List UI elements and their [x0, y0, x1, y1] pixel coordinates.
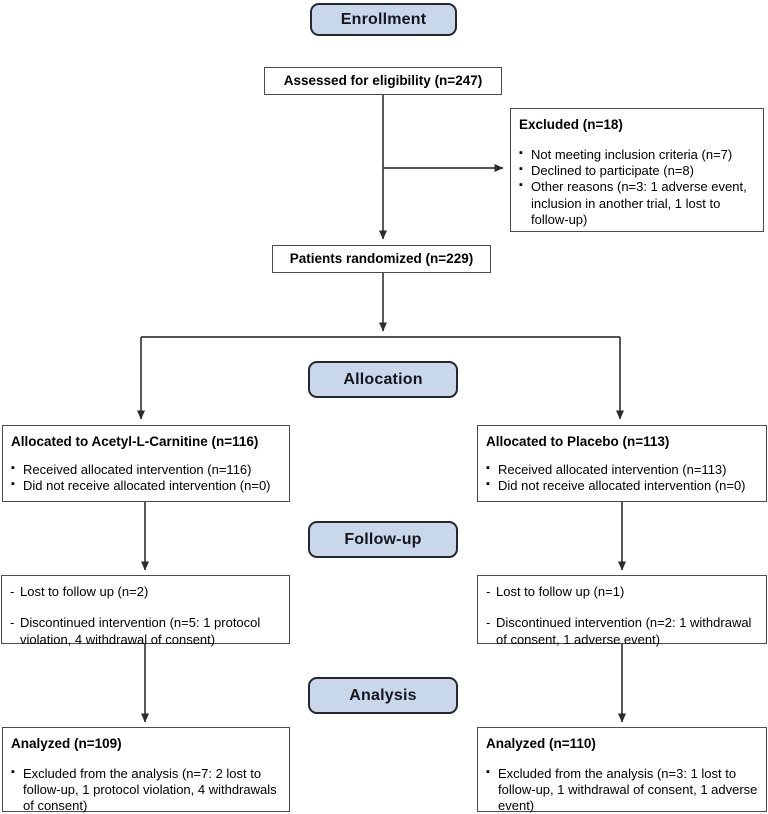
allocated-placebo-item: Did not receive allocated intervention (… — [486, 478, 758, 494]
followup-acetyl-box: Lost to follow up (n=2) Discontinued int… — [1, 575, 290, 647]
randomized-title: Patients randomized (n=229) — [289, 250, 474, 266]
assessed-box: Assessed for eligibility (n=247) — [264, 67, 502, 95]
stage-allocation-label: Allocation — [343, 370, 423, 388]
stage-enrollment: Enrollment — [310, 3, 457, 36]
excluded-item: Not meeting inclusion criteria (n=7) — [519, 147, 755, 163]
analyzed-acetyl-box: Analyzed (n=109) Excluded from the analy… — [2, 727, 290, 814]
stage-followup-label: Follow-up — [344, 530, 422, 548]
allocated-acetyl-title: Allocated to Acetyl-L-Carnitine (n=116) — [11, 434, 259, 449]
analyzed-placebo-item: Excluded from the analysis (n=3: 1 lost … — [486, 766, 758, 814]
stage-allocation: Allocation — [308, 361, 458, 398]
excluded-title: Excluded (n=18) — [519, 117, 623, 132]
allocated-acetyl-item: Did not receive allocated intervention (… — [11, 478, 281, 494]
followup-placebo-item: Lost to follow up (n=1) — [486, 584, 758, 601]
stage-analysis: Analysis — [308, 677, 458, 714]
stage-enrollment-label: Enrollment — [340, 10, 427, 28]
randomized-box: Patients randomized (n=229) — [272, 245, 491, 273]
allocated-placebo-item: Received allocated intervention (n=113) — [486, 462, 758, 478]
followup-placebo-box: Lost to follow up (n=1) Discontinued int… — [477, 575, 767, 647]
followup-placebo-item: Discontinued intervention (n=2: 1 withdr… — [486, 615, 758, 648]
followup-acetyl-item: Lost to follow up (n=2) — [10, 584, 281, 601]
allocated-placebo-title: Allocated to Placebo (n=113) — [486, 434, 670, 449]
followup-acetyl-item: Discontinued intervention (n=5: 1 protoc… — [10, 615, 281, 648]
stage-analysis-label: Analysis — [349, 686, 417, 704]
excluded-item: Declined to participate (n=8) — [519, 163, 755, 179]
allocated-placebo-box: Allocated to Placebo (n=113) Received al… — [477, 425, 767, 502]
analyzed-acetyl-title: Analyzed (n=109) — [11, 736, 122, 751]
stage-followup: Follow-up — [308, 521, 458, 558]
analyzed-placebo-title: Analyzed (n=110) — [486, 736, 596, 751]
excluded-item: Other reasons (n=3: 1 adverse event, inc… — [519, 179, 755, 228]
excluded-box: Excluded (n=18) Not meeting inclusion cr… — [510, 108, 764, 232]
assessed-title: Assessed for eligibility (n=247) — [283, 72, 483, 88]
analyzed-acetyl-item: Excluded from the analysis (n=7: 2 lost … — [11, 766, 281, 814]
allocated-acetyl-item: Received allocated intervention (n=116) — [11, 462, 281, 478]
allocated-acetyl-box: Allocated to Acetyl-L-Carnitine (n=116) … — [2, 425, 290, 502]
analyzed-placebo-box: Analyzed (n=110) Excluded from the analy… — [477, 727, 767, 814]
